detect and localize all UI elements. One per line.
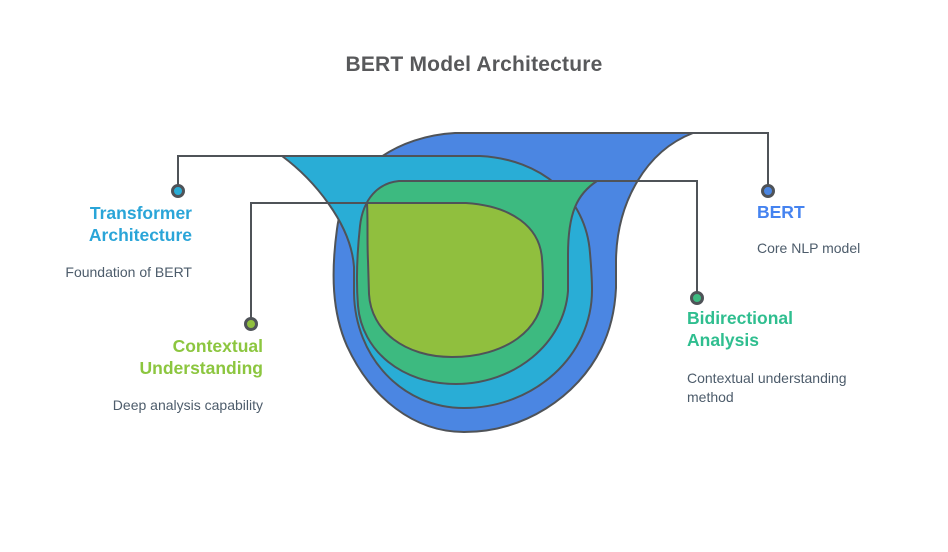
connector-bidirectional — [597, 180, 698, 297]
bidirectional-subtitle: Contextual understanding method — [687, 370, 847, 405]
contextual-dot-icon — [244, 317, 258, 331]
connector-contextual — [250, 202, 367, 323]
connector-lines — [177, 132, 769, 323]
bidirectional-heading: Bidirectional Analysis — [687, 308, 793, 350]
contextual-heading: Contextual Understanding — [139, 336, 263, 378]
transformer-subtitle: Foundation of BERT — [65, 264, 192, 280]
bert-dot-icon — [761, 184, 775, 198]
transformer-heading: Transformer Architecture — [88, 203, 192, 245]
label-bert: BERT Core NLP model — [757, 201, 927, 258]
bert-subtitle: Core NLP model — [757, 240, 861, 256]
diagram-layers — [281, 132, 694, 433]
page-title: BERT Model Architecture — [345, 53, 603, 76]
bert-heading: BERT — [757, 202, 805, 222]
contextual-subtitle: Deep analysis capability — [112, 397, 263, 413]
callout-dots — [171, 184, 775, 331]
label-transformer-architecture: Transformer Architecture Foundation of B… — [12, 202, 192, 282]
label-bidirectional-analysis: Bidirectional Analysis Contextual unders… — [687, 307, 847, 407]
bidirectional-dot-icon — [690, 291, 704, 305]
layer-contextual-shape — [366, 202, 544, 358]
label-contextual-understanding: Contextual Understanding Deep analysis c… — [83, 335, 263, 415]
connector-transformer — [177, 155, 282, 190]
connector-bert — [693, 132, 769, 190]
transformer-dot-icon — [171, 184, 185, 198]
